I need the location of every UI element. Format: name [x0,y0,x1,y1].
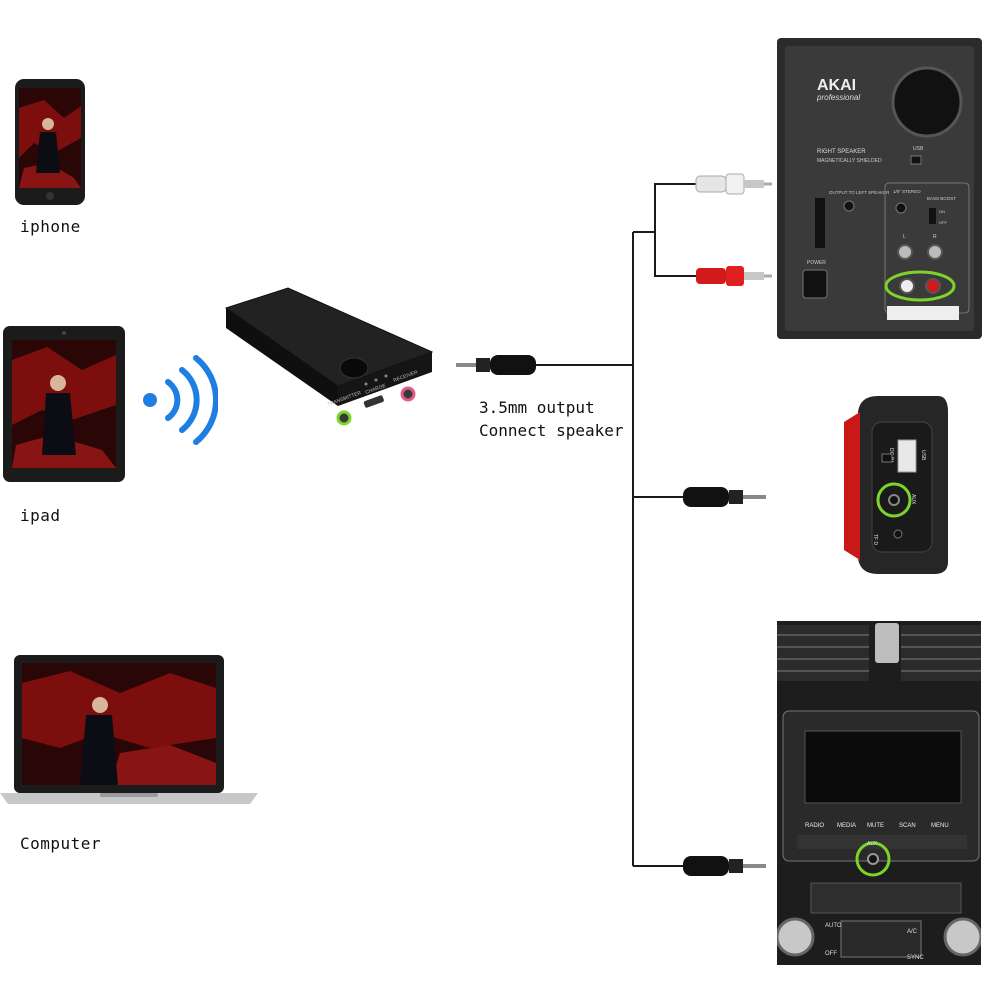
car-button-media: MEDIA [837,823,856,829]
power-label: POWER [807,260,826,266]
output-caption-line1: 3.5mm output [479,398,595,417]
rca-red-jack [925,278,941,294]
rca-white-plug [695,173,772,195]
rca-white-jack [899,278,915,294]
car-button-menu: MENU [931,823,949,829]
ipad-image [3,326,125,482]
iphone-image [15,79,85,205]
bluetooth-adapter: TRANSMITTER CHARGE RECEIVER [218,286,440,436]
car-radio-image: RADIO MEDIA MUTE SCAN MENU AUX AUTO OFF … [775,621,983,965]
akai-speaker-image: AKAI professional RIGHT SPEAKER MAGNETIC… [777,38,982,339]
stereo-label: 1/8" STEREO [893,189,921,194]
car-auto-label: AUTO [825,923,842,929]
output-caption: 3.5mm output Connect speaker [479,396,624,442]
bass-off-label: OFF [939,220,948,225]
portable-speaker: DC-IN USB AUX TF D [838,392,950,578]
jack-car-radio [633,856,766,876]
iphone-device [14,78,86,206]
output-to-left-label: OUTPUT TO LEFT SPEAKER [829,190,890,195]
aux-highlight [876,482,912,518]
ipad-label: ipad [20,506,61,525]
car-aux-label: AUX [867,841,878,847]
car-sync-label: SYNC [907,955,924,961]
car-ac-label: A/C [907,929,918,935]
output-caption-line2: Connect speaker [479,421,624,440]
rca-red-plug [696,266,772,286]
car-aux-highlight [855,841,891,877]
rca-input-highlight [884,270,956,302]
akai-brand-sub: professional [816,93,860,102]
speaker-subtitle: MAGNETICALLY SHIELDED [817,158,882,164]
receiver-port [400,386,416,402]
akai-speaker-panel: AKAI professional RIGHT SPEAKER MAGNETIC… [777,38,982,339]
left-channel-label: L [903,234,906,240]
transmitter-port [336,410,352,426]
charge-port [363,395,384,408]
bass-on-label: ON [939,209,945,214]
iphone-label: iphone [20,217,81,236]
car-button-scan: SCAN [899,823,916,829]
laptop-device [0,653,258,805]
right-channel-label: R [933,234,937,240]
usb-label: USB [913,146,924,152]
bass-boost-label: BASS BOOST [927,196,956,201]
bluetooth-signal-icon [138,350,220,450]
adapter-image: TRANSMITTER CHARGE RECEIVER [224,287,434,426]
car-button-mute: MUTE [867,823,884,829]
ipad-device [2,325,126,483]
portable-speaker-image: DC-IN USB AUX TF D [844,396,948,574]
tf-label: TF D [872,534,878,545]
car-radio: RADIO MEDIA MUTE SCAN MENU AUX AUTO OFF … [775,621,983,965]
laptop-image [0,655,258,804]
main-output-jack [456,355,633,375]
portable-usb-label: USB [920,450,926,461]
aux-jack [888,494,900,506]
computer-label: Computer [20,834,102,853]
aux-label: AUX [910,494,916,505]
car-button-radio: RADIO [805,823,824,829]
car-off-label: OFF [825,951,837,957]
jack-portable-speaker [633,487,766,507]
car-aux-jack [867,853,879,865]
speaker-title: RIGHT SPEAKER [817,149,866,155]
akai-brand: AKAI [817,77,856,94]
